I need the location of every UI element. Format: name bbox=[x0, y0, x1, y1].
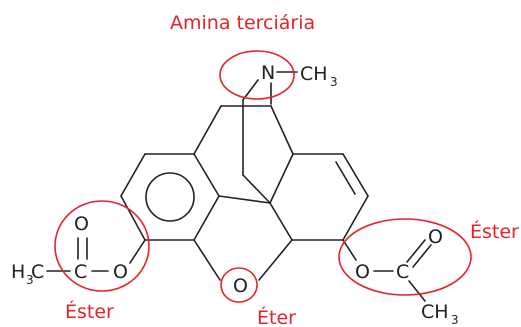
atom-right-ester-o: O bbox=[355, 261, 370, 283]
bond-ether-right bbox=[258, 239, 293, 281]
bond-arom-tl bbox=[120, 153, 146, 197]
bond-top-ring-right bbox=[270, 105, 294, 155]
bond-right-co-2 bbox=[412, 244, 432, 268]
bond-right-o bbox=[342, 239, 357, 261]
label-tertiary-amine: Amina terciária bbox=[170, 12, 315, 34]
atom-left-ester-o: O bbox=[113, 261, 128, 283]
atom-methyl-n-sub: 3 bbox=[330, 75, 338, 89]
atom-nitrogen: N bbox=[261, 62, 275, 84]
bond-top-ring-inner bbox=[269, 153, 294, 204]
bond-ether-left bbox=[193, 239, 221, 281]
bond-arom-br bbox=[193, 195, 220, 241]
bond-arom-bl bbox=[120, 195, 146, 241]
atom-left-h3-c: C bbox=[31, 261, 44, 283]
bond-bridge-bottom bbox=[242, 174, 271, 204]
atom-right-methyl: CH bbox=[421, 301, 449, 323]
label-ester-right: Éster bbox=[470, 220, 519, 243]
atom-right-carbon: C bbox=[396, 261, 409, 283]
bond-right-co-1 bbox=[406, 239, 426, 263]
atom-left-h3-sub: 3 bbox=[26, 273, 34, 287]
label-ester-left: Éster bbox=[65, 300, 114, 323]
highlight-ester-left bbox=[54, 200, 150, 292]
bond-right-ring-tr bbox=[342, 153, 369, 197]
highlight-ether bbox=[220, 267, 258, 303]
highlight-tertiary-amine bbox=[219, 50, 295, 100]
bond-right-ring-double bbox=[335, 161, 356, 195]
atom-right-methyl-sub: 3 bbox=[451, 313, 459, 327]
aromatic-circle bbox=[145, 172, 195, 222]
bond-left-o bbox=[129, 239, 146, 264]
label-ether: Éter bbox=[257, 306, 296, 327]
bond-right-ring-br bbox=[342, 195, 369, 241]
bond-top-ring-left bbox=[193, 105, 222, 155]
atom-methyl-n: CH bbox=[300, 63, 328, 85]
bond-n-left bbox=[242, 79, 259, 101]
atom-left-h3: H bbox=[11, 261, 25, 283]
atom-ether-oxygen: O bbox=[233, 275, 248, 297]
atom-left-carbon: C bbox=[74, 261, 87, 283]
bonds bbox=[46, 71, 432, 302]
atom-left-carbonyl-o: O bbox=[74, 213, 89, 235]
bond-arom-quat bbox=[218, 195, 271, 204]
atom-right-carbonyl-o: O bbox=[428, 226, 443, 248]
highlight-ester-right bbox=[338, 218, 472, 296]
bond-right-ring-bl bbox=[269, 202, 293, 241]
bond-arom-tr bbox=[193, 153, 220, 197]
bond-right-methyl bbox=[408, 280, 426, 302]
